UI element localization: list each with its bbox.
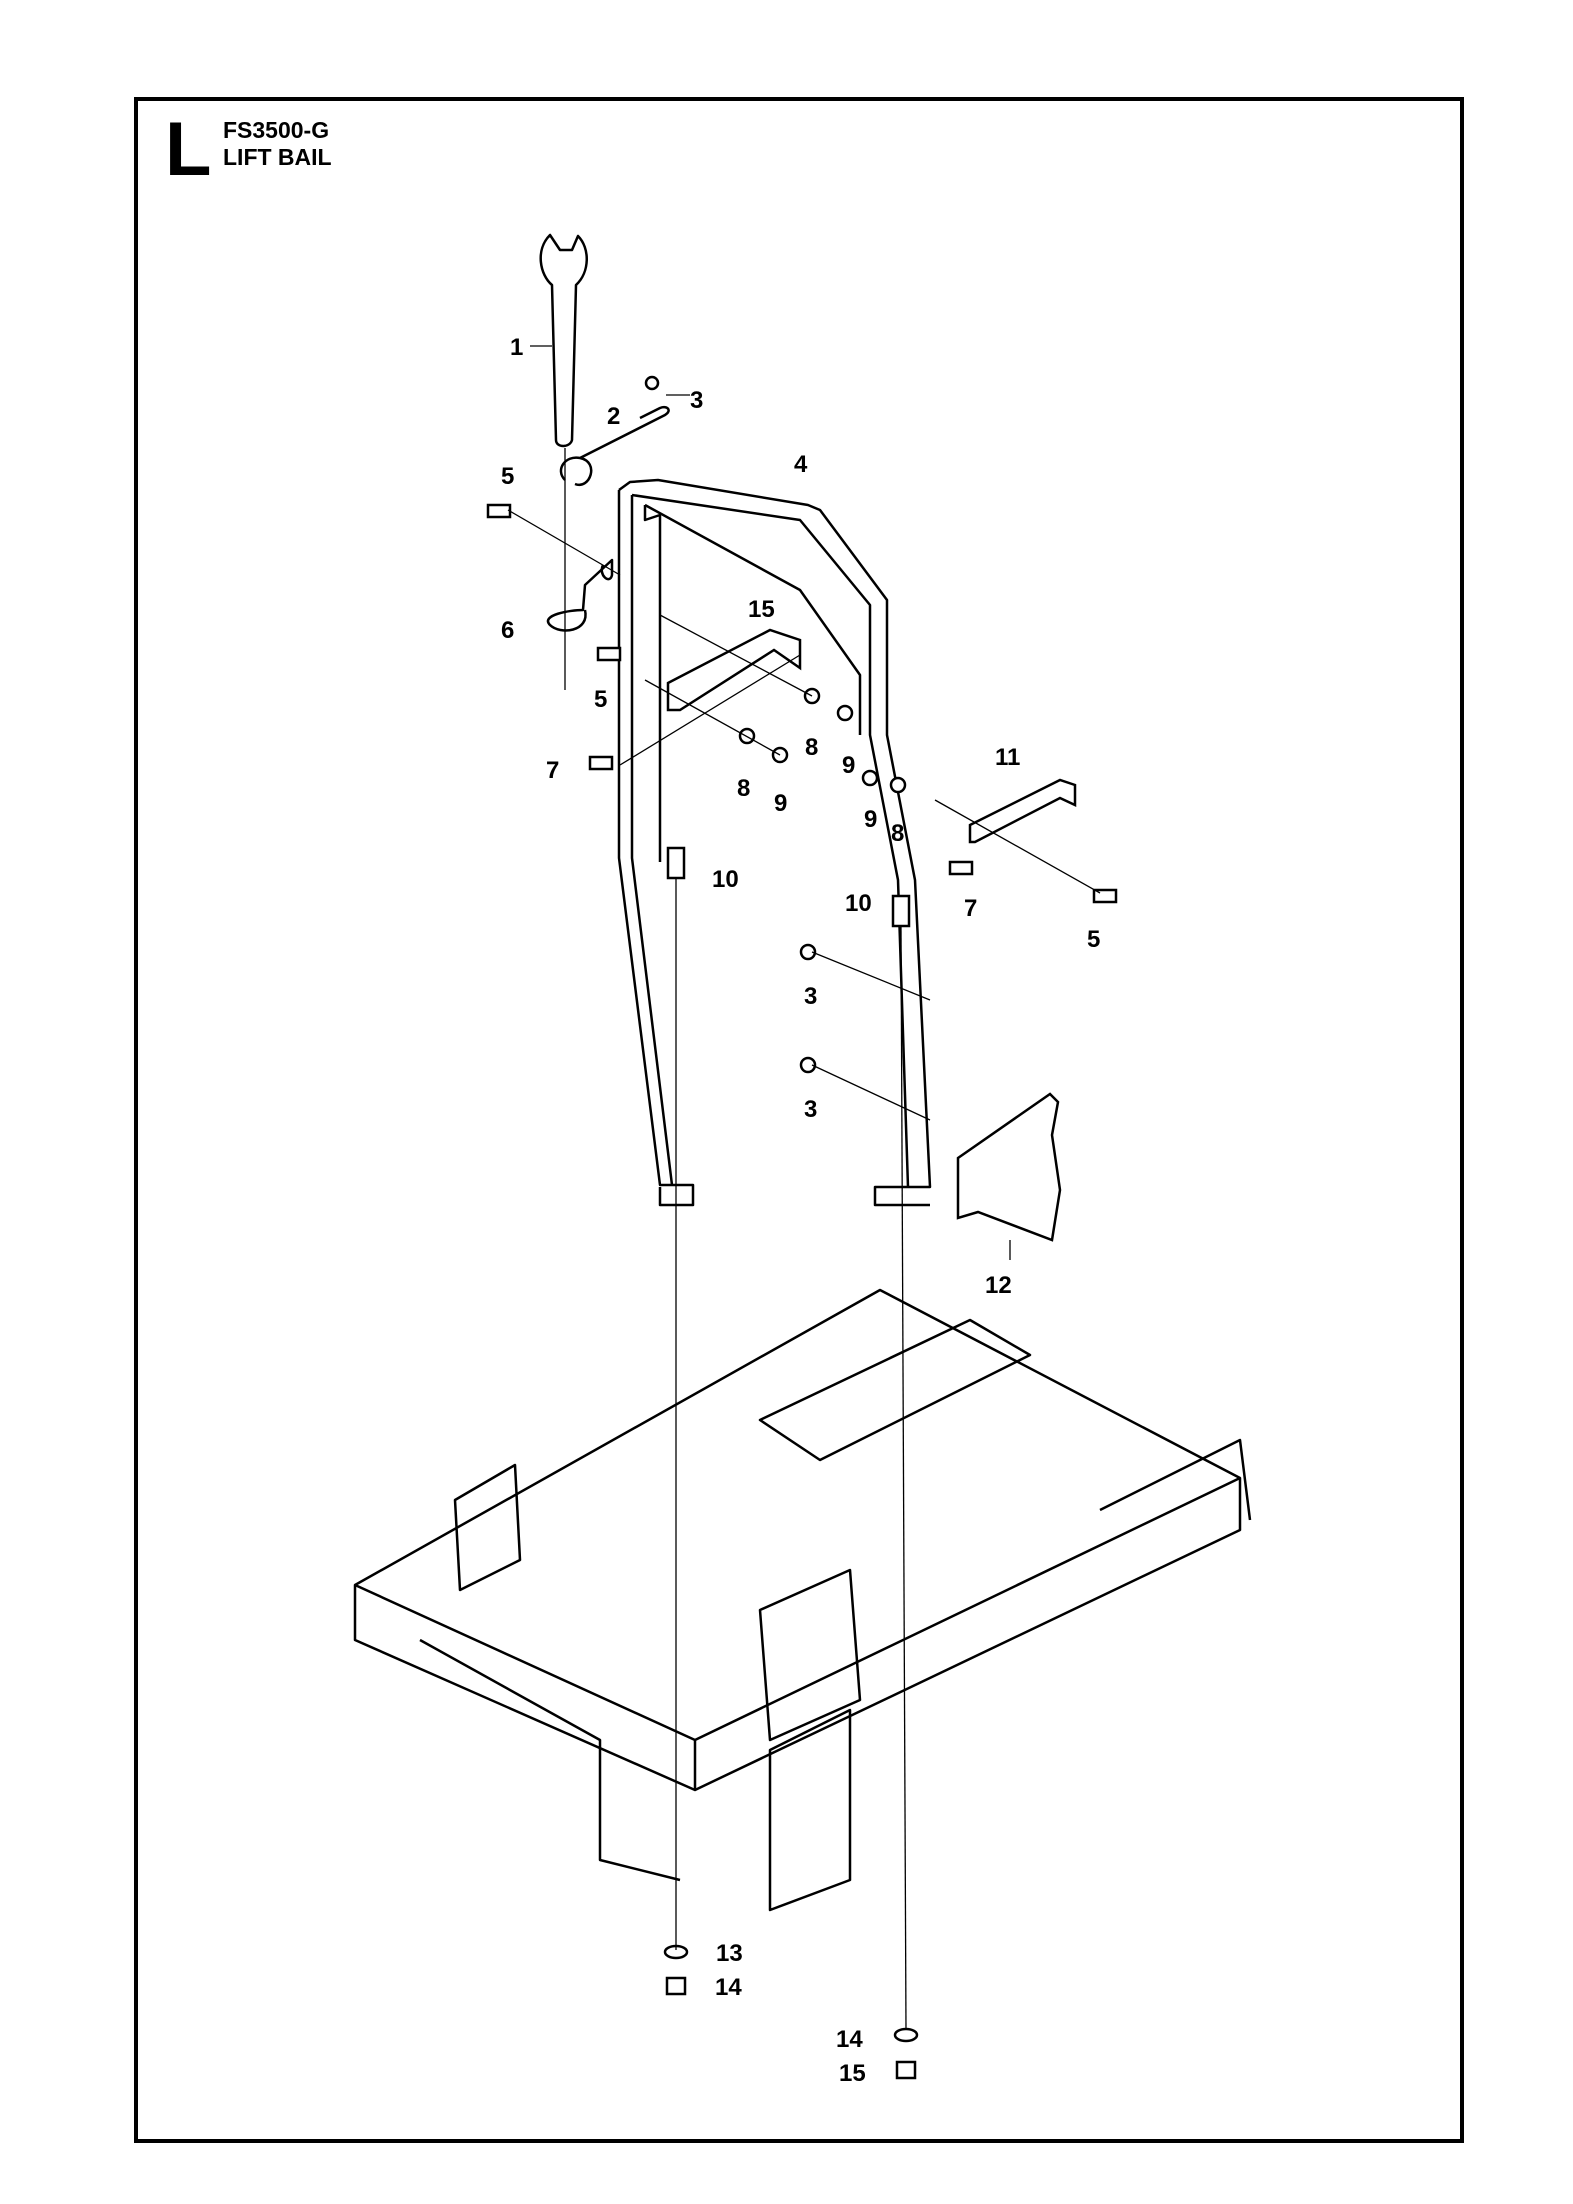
plate-part-12 [956, 1092, 1062, 1242]
callout-14: 14 [836, 2026, 863, 2053]
callout-9: 9 [774, 790, 787, 817]
callout-3: 3 [690, 387, 703, 414]
callout-7: 7 [546, 757, 559, 784]
callout-4: 4 [794, 451, 808, 478]
callout-14: 14 [715, 1974, 742, 2001]
callout-7: 7 [964, 895, 977, 922]
callout-11: 11 [995, 744, 1020, 771]
callout-9: 9 [864, 806, 877, 833]
lift-bail-part [617, 478, 932, 1207]
spring-clip-part [559, 406, 670, 487]
callout-9: 9 [842, 752, 855, 779]
callout-5: 5 [1087, 926, 1100, 953]
callout-10: 10 [712, 866, 739, 893]
callout-13: 13 [716, 1940, 743, 1967]
wrench-part [539, 233, 588, 448]
callout-8: 8 [737, 775, 750, 802]
diagram-title: LIFT BAIL [223, 144, 332, 170]
callout-12: 12 [985, 1272, 1012, 1299]
diagram-frame [134, 97, 1464, 2143]
pin-part [546, 558, 614, 632]
callout-6: 6 [501, 617, 514, 644]
callout-3: 3 [804, 1096, 817, 1123]
callout-5: 5 [594, 686, 607, 713]
callout-15: 15 [839, 2060, 866, 2087]
callout-1: 1 [510, 334, 523, 361]
callout-2: 2 [607, 403, 620, 430]
leader-lines [507, 345, 1101, 2031]
callout-8: 8 [805, 734, 818, 761]
callout-3: 3 [804, 983, 817, 1010]
callout-15: 15 [748, 596, 775, 623]
chassis-frame [353, 1288, 1252, 1912]
callout-8: 8 [891, 820, 904, 847]
fasteners [486, 375, 1118, 2080]
section-letter: L [165, 107, 212, 192]
callout-10: 10 [845, 890, 872, 917]
model-name: FS3500-G [223, 117, 330, 143]
bracket-part-15 [666, 628, 802, 712]
bracket-part-11 [968, 778, 1077, 844]
callout-labels: 1 2 3 4 5 6 15 5 7 8 9 8 9 9 8 11 10 10 … [501, 334, 1100, 2087]
callout-5: 5 [501, 463, 514, 490]
